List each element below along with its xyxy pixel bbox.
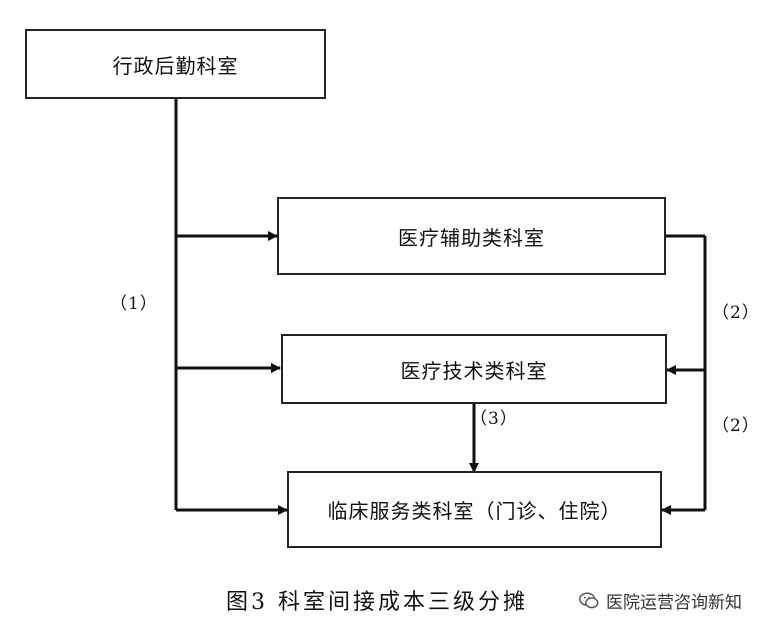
- watermark-text: 医院运营咨询新知: [606, 593, 742, 613]
- edge-label-step2b: （2）: [712, 416, 760, 436]
- node-tech-label: 医疗技术类科室: [400, 358, 548, 383]
- node-admin-label: 行政后勤科室: [112, 53, 239, 78]
- watermark: 医院运营咨询新知: [578, 588, 742, 613]
- node-aux: 医疗辅助类科室: [277, 197, 666, 275]
- node-aux-label: 医疗辅助类科室: [398, 225, 545, 250]
- node-tech: 医疗技术类科室: [281, 334, 667, 404]
- edge-label-step3: （3）: [470, 409, 518, 429]
- figure-caption: 图3 科室间接成本三级分摊: [226, 590, 528, 615]
- wechat-icon: [579, 591, 599, 608]
- node-clinical-label: 临床服务类科室（门诊、住院）: [327, 499, 622, 523]
- node-clinical: 临床服务类科室（门诊、住院）: [287, 471, 662, 548]
- edge-label-step1: （1）: [110, 294, 158, 314]
- node-admin: 行政后勤科室: [25, 29, 326, 99]
- edge-label-step2a: （2）: [712, 303, 760, 323]
